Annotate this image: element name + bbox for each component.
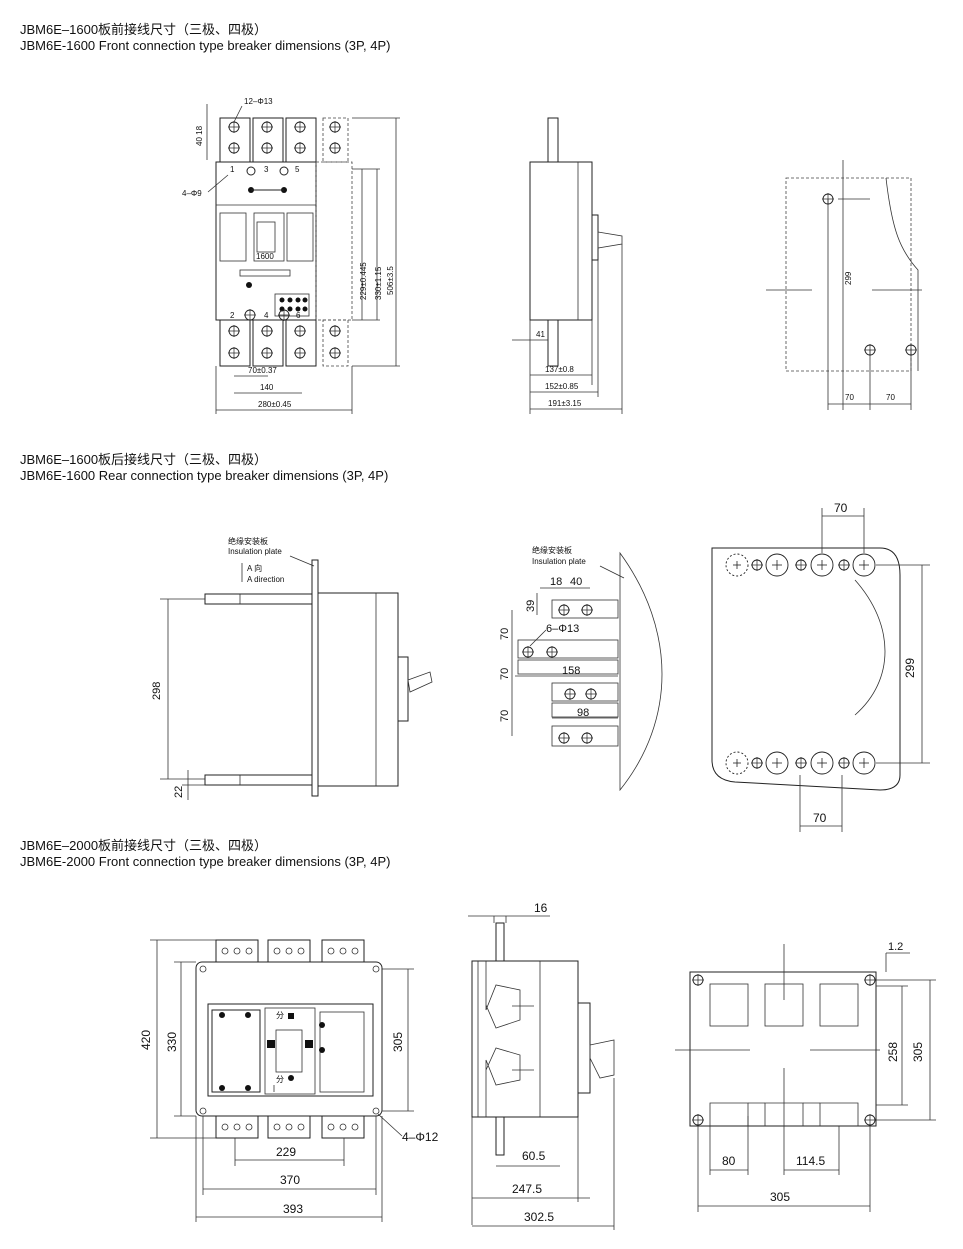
dim-70-right: 70 [886, 393, 895, 402]
svg-text:5: 5 [295, 165, 300, 174]
svg-text:39: 39 [525, 600, 537, 612]
s2-rear-mounting-view: 70 299 70 [711, 501, 930, 832]
holes-6: 6–Φ13 [546, 623, 579, 635]
dim-330: 330±1.15 [374, 266, 383, 300]
svg-text:Insulation plate: Insulation plate [532, 557, 586, 566]
dim-158: 158 [562, 665, 580, 677]
dim-229-front: 229 [276, 1145, 296, 1159]
dim-70: 70±0.37 [248, 366, 277, 375]
dim-41: 41 [536, 330, 545, 339]
svg-text:3: 3 [264, 165, 269, 174]
section-2-title-en: JBM6E-1600 Rear connection type breaker … [20, 468, 389, 483]
dim-305-bottom: 305 [770, 1190, 790, 1204]
svg-text:A direction: A direction [247, 575, 284, 584]
svg-text:18: 18 [550, 576, 562, 588]
section-1-title-en: JBM6E-1600 Front connection type breaker… [20, 38, 391, 53]
svg-text:70: 70 [499, 668, 511, 680]
s1-front-view: 1600 1 3 5 2 4 6 12–Φ13 40 18 4–Φ9 [182, 97, 400, 414]
dim-137: 137±0.8 [545, 365, 574, 374]
dim-506: 506±3.5 [386, 266, 395, 295]
section-3-title-cn: JBM6E–2000板前接线尺寸（三极、四极） [20, 838, 268, 853]
svg-text:40 18: 40 18 [195, 125, 204, 146]
dim-60-5: 60.5 [522, 1149, 546, 1163]
svg-text:70: 70 [499, 628, 511, 640]
dim-299-rear: 299 [903, 658, 917, 678]
off-label: 分 [276, 1011, 284, 1020]
dim-70-left: 70 [845, 393, 854, 402]
s3-mounting-view: 1.2 258 305 80 114.5 305 [675, 941, 936, 1212]
svg-text:1: 1 [230, 165, 235, 174]
dim-302-5: 302.5 [524, 1210, 554, 1224]
svg-text:绝缘安装板: 绝缘安装板 [532, 545, 572, 555]
dim-305-mount: 305 [911, 1042, 925, 1062]
s3-front-view: 分 分 420 330 305 4–Φ12 229 370 393 [139, 939, 439, 1222]
s3-side-view: 16 60.5 247.5 302.5 [468, 901, 615, 1230]
svg-text:70: 70 [499, 710, 511, 722]
svg-text:6: 6 [296, 311, 301, 320]
s2-terminal-layout-view: 绝缘安装板 Insulation plate 18 40 39 6–Φ13 70… [499, 545, 663, 792]
dim-247-5: 247.5 [512, 1182, 542, 1196]
svg-text:4: 4 [264, 311, 269, 320]
dim-370: 370 [280, 1173, 300, 1187]
dim-98: 98 [577, 707, 589, 719]
dim-22: 22 [173, 786, 185, 798]
dim-114-5: 114.5 [796, 1154, 825, 1168]
dim-305-front: 305 [391, 1032, 405, 1052]
section-2-title-cn: JBM6E–1600板后接线尺寸（三极、四极） [20, 452, 268, 467]
dim-16: 16 [534, 901, 548, 915]
dim-229: 229±0.445 [359, 262, 368, 300]
dim-330-front: 330 [165, 1032, 179, 1052]
holes-4: 4–Φ12 [402, 1130, 439, 1144]
dim-420: 420 [139, 1030, 153, 1050]
rating-label: 1600 [256, 252, 274, 261]
dim-70-bottom: 70 [813, 811, 827, 825]
svg-text:A 向: A 向 [247, 563, 262, 573]
dim-298: 298 [151, 682, 163, 700]
svg-text:2: 2 [230, 311, 235, 320]
dim-152: 152±0.85 [545, 382, 579, 391]
dim-70-top: 70 [834, 501, 848, 515]
dim-393: 393 [283, 1202, 303, 1216]
s1-side-view: 41 137±0.8 152±0.85 191±3.15 [512, 117, 623, 414]
section-3-title-en: JBM6E-2000 Front connection type breaker… [20, 854, 391, 869]
dim-80: 80 [722, 1154, 736, 1168]
dim-1-2: 1.2 [888, 941, 903, 953]
on-label: 分 [276, 1075, 284, 1084]
dim-258: 258 [886, 1042, 900, 1062]
section-1-title-cn: JBM6E–1600板前接线尺寸（三极、四极） [20, 22, 268, 37]
s1-mounting-view: 299 70 70 [766, 160, 922, 410]
dim-191: 191±3.15 [548, 399, 582, 408]
dim-140: 140 [260, 383, 274, 392]
svg-text:40: 40 [570, 576, 582, 588]
holes-top-label: 12–Φ13 [244, 97, 273, 106]
mount-holes-label: 4–Φ9 [182, 189, 202, 198]
s2-rear-side-view: 绝缘安装板 Insulation plate A 向 A direction 2… [151, 536, 433, 800]
svg-text:Insulation plate: Insulation plate [228, 547, 282, 556]
svg-text:绝缘安装板: 绝缘安装板 [228, 536, 268, 546]
dim-299: 299 [844, 271, 853, 285]
dim-280: 280±0.45 [258, 400, 292, 409]
